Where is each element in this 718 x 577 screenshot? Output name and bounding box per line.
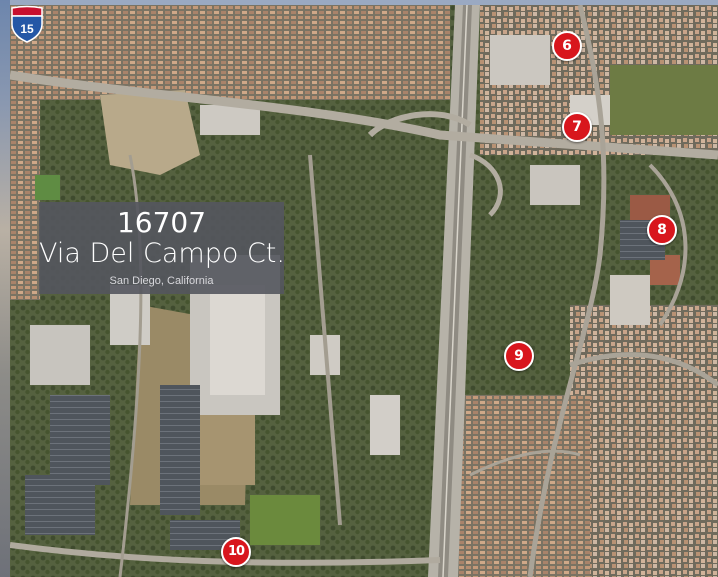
left-border: [0, 0, 10, 577]
property-city: San Diego, California: [109, 275, 214, 287]
aerial-map-graphic: [10, 5, 718, 577]
property-street-number: 16707: [116, 206, 207, 239]
interstate-route-number: 15: [20, 22, 34, 36]
interstate-15-shield-icon: 15: [11, 5, 43, 43]
map-marker-9[interactable]: 9: [504, 341, 534, 371]
aerial-map[interactable]: 16707 Via Del Campo Ct. San Diego, Calif…: [10, 5, 718, 577]
map-marker-6[interactable]: 6: [552, 31, 582, 61]
map-marker-8[interactable]: 8: [647, 215, 677, 245]
property-label-card: 16707 Via Del Campo Ct. San Diego, Calif…: [39, 202, 285, 294]
property-street-name: Via Del Campo Ct.: [39, 238, 285, 269]
top-border: [0, 0, 718, 5]
map-marker-10[interactable]: 10: [221, 537, 251, 567]
map-marker-7[interactable]: 7: [562, 112, 592, 142]
